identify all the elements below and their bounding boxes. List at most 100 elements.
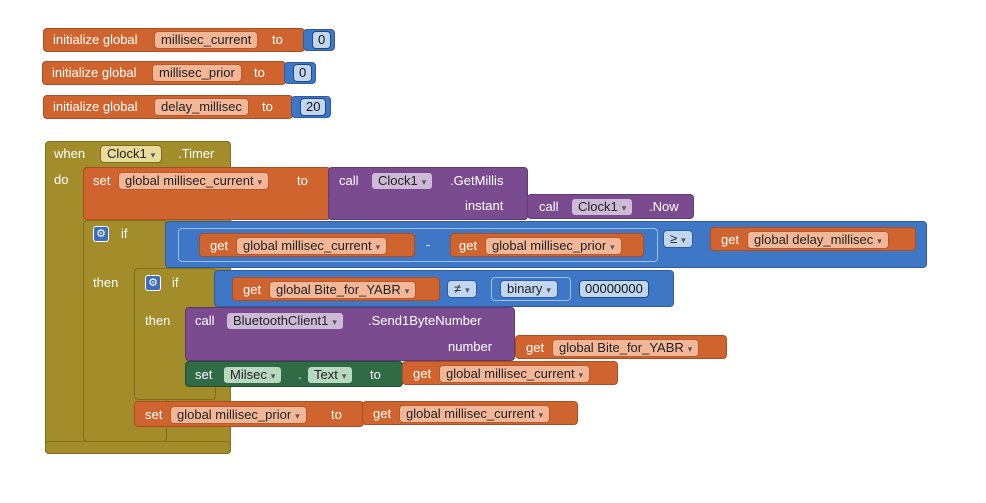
component-dropdown[interactable]: Clock1▾ (571, 198, 634, 216)
number-value[interactable]: 0 (293, 64, 313, 82)
get-label: get (721, 232, 740, 247)
chevron-down-icon: ▾ (270, 371, 276, 381)
number-block[interactable]: 20 (291, 96, 331, 118)
chevron-down-icon: ▾ (681, 235, 686, 245)
dot-label: . (298, 367, 302, 382)
get-var-dropdown[interactable]: global millisec_current▾ (399, 405, 551, 423)
call-label: call (539, 199, 559, 214)
event-block-footer (45, 441, 231, 454)
component-dropdown[interactable]: Clock1▾ (371, 172, 434, 190)
init-label: initialize global (53, 99, 138, 114)
gear-icon[interactable]: ⚙ (93, 226, 109, 242)
to-label: to (331, 407, 342, 422)
number-block[interactable]: 0 (284, 62, 316, 84)
init-to-label: to (254, 65, 265, 80)
property-dropdown[interactable]: Text▾ (307, 366, 354, 384)
get-millisec-current-block[interactable]: get global millisec_current▾ (362, 401, 578, 425)
set-var-dropdown[interactable]: global millisec_current▾ (118, 172, 270, 190)
get-var-dropdown[interactable]: global Bite_for_YABR▾ (552, 339, 700, 357)
number-param-label: number (448, 339, 493, 354)
chevron-down-icon: ▾ (610, 242, 615, 252)
get-millisec-prior-block[interactable]: get global millisec_prior▾ (450, 233, 644, 257)
get-bite-block[interactable]: get global Bite_for_YABR▾ (515, 335, 727, 359)
get-label: get (413, 366, 432, 381)
init-block-millisec-current[interactable]: initialize global millisec_current to (43, 28, 305, 52)
chevron-down-icon: ▾ (538, 410, 544, 420)
set-millisec-current-block[interactable]: set global millisec_current▾ to (83, 167, 331, 220)
if-label: if (172, 275, 179, 290)
method-name: .GetMillis (450, 173, 504, 188)
binary-value[interactable]: 00000000 (579, 280, 649, 298)
chevron-down-icon: ▾ (375, 242, 381, 252)
get-label: get (210, 238, 229, 253)
get-label: get (373, 406, 392, 421)
get-var-dropdown[interactable]: global millisec_current▾ (439, 365, 591, 383)
component-dropdown[interactable]: Milsec▾ (223, 366, 283, 384)
chevron-down-icon: ▾ (257, 177, 263, 187)
set-var-dropdown[interactable]: global millisec_prior▾ (170, 406, 307, 424)
call-send1byte-block[interactable]: call BluetoothClient1▾ .Send1ByteNumber … (185, 307, 515, 361)
do-label: do (54, 172, 69, 187)
chevron-down-icon: ▾ (578, 370, 584, 380)
conversion-dropdown[interactable]: binary▾ (500, 280, 558, 298)
chevron-down-icon: ▾ (421, 177, 427, 187)
to-label: to (370, 367, 381, 382)
chevron-down-icon: ▾ (404, 286, 410, 296)
init-var-name[interactable]: delay_millisec (154, 98, 249, 116)
set-milsec-text-block[interactable]: set Milsec▾ . Text▾ to (185, 361, 403, 387)
to-label: to (297, 173, 308, 188)
init-block-delay-millisec[interactable]: initialize global delay_millisec to (43, 95, 293, 119)
then-label: then (93, 275, 119, 290)
chevron-down-icon: ▾ (621, 203, 627, 213)
get-millisec-current-block[interactable]: get global millisec_current▾ (402, 361, 618, 385)
component-dropdown[interactable]: BluetoothClient1▾ (226, 312, 344, 330)
get-label: get (526, 340, 545, 355)
event-name: .Timer (178, 146, 215, 161)
init-to-label: to (272, 32, 283, 47)
get-var-dropdown[interactable]: global Bite_for_YABR▾ (269, 281, 417, 299)
method-name: .Now (649, 199, 679, 214)
set-label: set (93, 173, 111, 188)
number-block[interactable]: 0 (303, 29, 335, 51)
get-delay-millisec-block[interactable]: get global delay_millisec▾ (710, 227, 916, 251)
chevron-down-icon: ▾ (295, 411, 300, 421)
method-name: .Send1ByteNumber (368, 313, 482, 328)
call-label: call (195, 313, 215, 328)
get-bite-block[interactable]: get global Bite_for_YABR▾ (232, 277, 440, 301)
operator-dropdown[interactable]: ≥▾ (663, 230, 693, 248)
chevron-down-icon: ▾ (877, 236, 882, 246)
get-var-dropdown[interactable]: global delay_millisec▾ (747, 231, 889, 249)
gear-icon[interactable]: ⚙ (145, 275, 161, 291)
get-millisec-current-block[interactable]: get global millisec_current▾ (199, 233, 415, 257)
chevron-down-icon: ▾ (341, 371, 347, 381)
set-label: set (145, 407, 163, 422)
init-block-millisec-prior[interactable]: initialize global millisec_prior to (42, 61, 286, 85)
instant-label: instant (465, 198, 504, 213)
chevron-down-icon: ▾ (546, 285, 551, 295)
set-millisec-prior-block[interactable]: set global millisec_prior▾ to (134, 401, 364, 427)
chevron-down-icon: ▾ (687, 344, 693, 354)
set-label: set (195, 367, 213, 382)
then-label: then (145, 313, 171, 328)
component-dropdown[interactable]: Clock1▾ (100, 145, 163, 163)
init-label: initialize global (53, 32, 138, 47)
get-var-dropdown[interactable]: global millisec_prior▾ (485, 237, 622, 255)
if-label: if (121, 226, 128, 241)
when-label: when (54, 146, 86, 161)
init-var-name[interactable]: millisec_prior (152, 64, 242, 82)
binary-conv-block[interactable]: binary▾ (491, 277, 571, 301)
call-now-block[interactable]: call Clock1▾ .Now (527, 194, 694, 219)
init-to-label: to (262, 99, 273, 114)
get-label: get (459, 238, 478, 253)
number-value[interactable]: 20 (300, 98, 327, 116)
get-var-dropdown[interactable]: global millisec_current▾ (236, 237, 388, 255)
chevron-down-icon: ▾ (332, 317, 337, 327)
getmillis-param-row: instant (328, 193, 528, 220)
operator-dropdown[interactable]: ≠▾ (447, 280, 477, 298)
get-label: get (243, 282, 262, 297)
number-value[interactable]: 0 (312, 31, 332, 49)
chevron-down-icon: ▾ (465, 285, 470, 295)
chevron-down-icon: ▾ (150, 150, 156, 160)
init-var-name[interactable]: millisec_current (154, 31, 259, 49)
init-label: initialize global (52, 65, 137, 80)
